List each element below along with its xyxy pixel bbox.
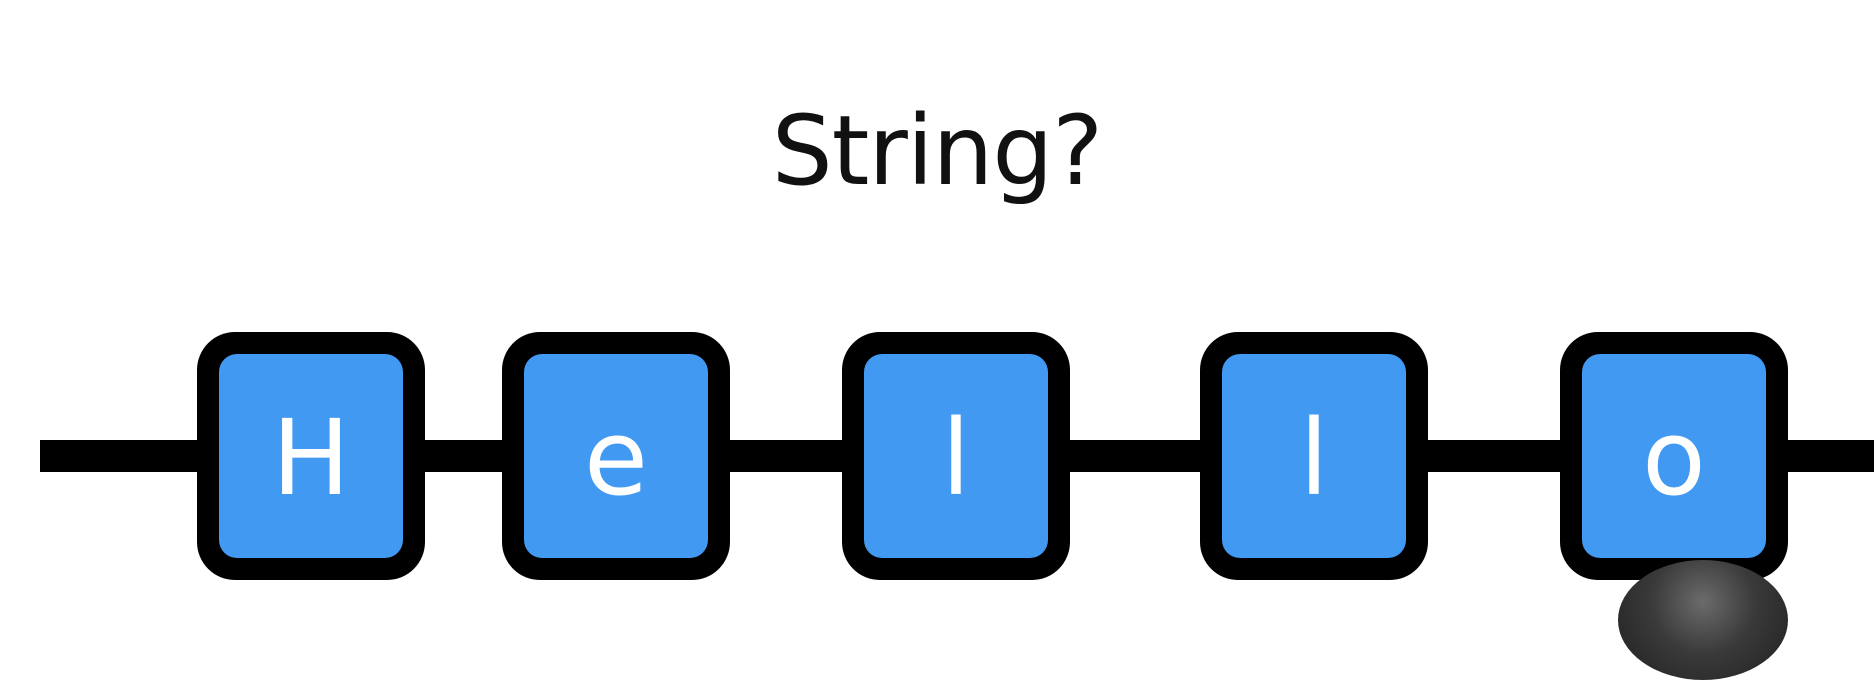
char-box-fill bbox=[1222, 354, 1406, 558]
char-box-1: H bbox=[197, 332, 425, 580]
char-label: l bbox=[1300, 397, 1329, 519]
char-box-3: l bbox=[842, 332, 1070, 580]
char-box-2: e bbox=[502, 332, 730, 580]
char-box-fill bbox=[864, 354, 1048, 558]
presenter-avatar bbox=[1618, 560, 1788, 680]
char-label: l bbox=[942, 397, 971, 519]
char-label: e bbox=[584, 397, 648, 519]
char-box-4: l bbox=[1200, 332, 1428, 580]
char-box-5: o bbox=[1560, 332, 1788, 580]
char-box-fill bbox=[219, 354, 403, 558]
char-label: o bbox=[1642, 397, 1706, 519]
char-box-fill bbox=[524, 354, 708, 558]
char-box-fill bbox=[1582, 354, 1766, 558]
char-label: H bbox=[272, 397, 350, 519]
slide-title: String? bbox=[771, 95, 1103, 207]
